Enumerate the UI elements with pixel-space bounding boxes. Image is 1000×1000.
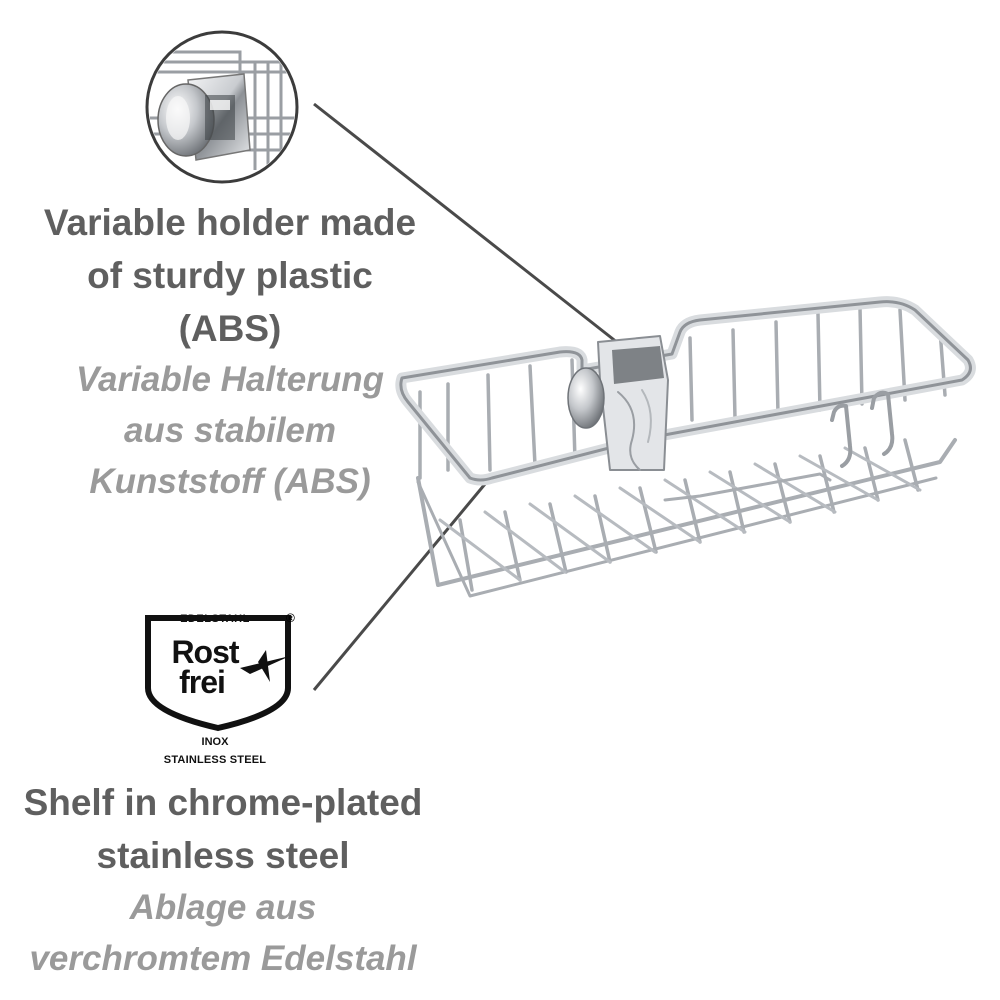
badge-material-label: STAINLESS STEEL: [163, 754, 267, 766]
holder-caption-english: Variable holder made of sturdy plastic (…: [10, 196, 450, 355]
caption-line: Shelf in chrome-plated: [23, 782, 423, 823]
shelf-caption-english: Shelf in chrome-plated stainless steel: [0, 776, 446, 882]
caption-line: Kunststoff (ABS): [89, 462, 371, 501]
registered-mark: ®: [286, 611, 295, 625]
badge-top-label: EDELSTAHL: [180, 613, 250, 625]
rostfrei-badge-shield: [145, 615, 291, 732]
holder-pointer-line: [313, 102, 633, 356]
caption-line: (ABS): [178, 308, 282, 349]
shelf-basket: [395, 296, 976, 598]
caption-line: verchromtem Edelstahl: [29, 939, 417, 978]
holder-detail-zoom: [145, 30, 299, 184]
holder-caption-german: Variable Halterung aus stabilem Kunststo…: [10, 354, 450, 507]
badge-word-frei: frei: [179, 664, 226, 700]
caption-line: stainless steel: [96, 835, 350, 876]
badge-word-rost: Rost: [171, 634, 239, 670]
shelf-pointer-line: [312, 477, 492, 691]
caption-line: of sturdy plastic: [87, 255, 373, 296]
shelf-caption-german: Ablage aus verchromtem Edelstahl: [0, 882, 446, 984]
badge-inox-label: INOX: [201, 736, 229, 748]
caption-line: aus stabilem: [123, 411, 337, 450]
caption-line: Ablage aus: [129, 888, 317, 927]
caption-line: Variable Halterung: [76, 360, 384, 399]
rostfrei-badge: EDELSTAHL ® Rost frei INOX STAINLESS STE…: [140, 611, 310, 772]
caption-line: Variable holder made: [43, 202, 417, 243]
